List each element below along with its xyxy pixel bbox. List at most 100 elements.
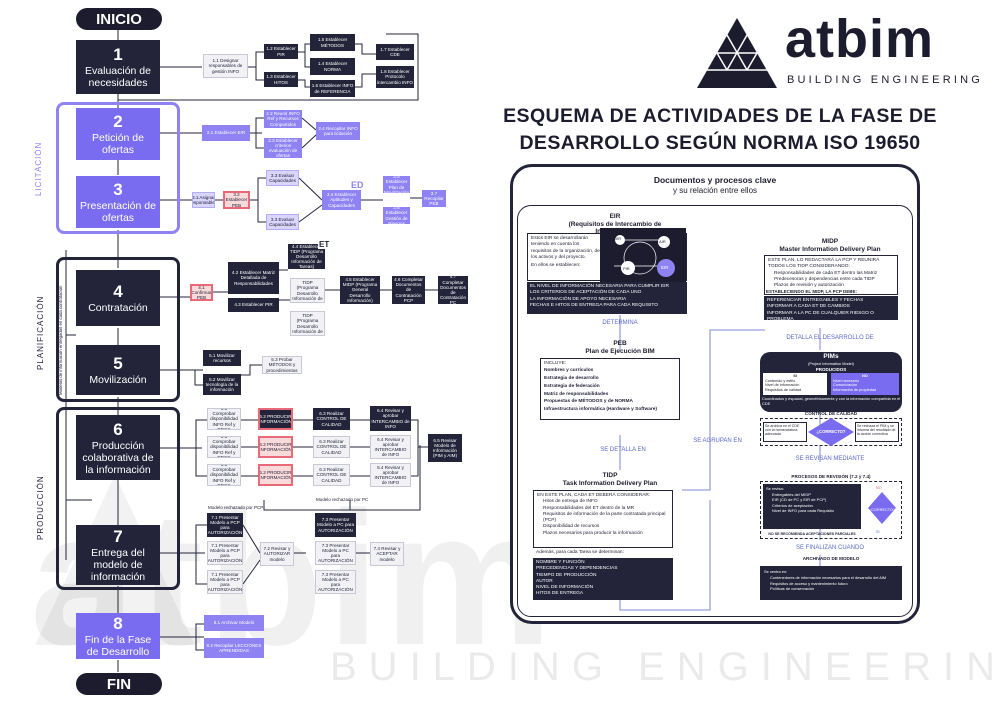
proceso-footer: NO SE RECOMIENDA ACEPTACIONES PARCIALES [768,532,856,536]
panel-heading: Documentos y procesos clave [653,175,777,185]
eir-list: EL NIVEL DE INFORMACIÓN NECESARIA PARA C… [527,282,687,314]
step-4-1[interactable]: 4.1 Confirmar PEB [190,284,213,301]
step-8-2[interactable]: 8.2 Recopilar LECCIONES APRENDIDAS [204,638,264,658]
step-2-3[interactable]: 2.3 Establecer criterios evaluación de o… [264,138,302,158]
tidp-title-text: TIDP [602,472,618,479]
phase-7[interactable]: 7 Entrega del modelo de información [76,525,160,585]
step-6-4b[interactable]: 6.4 Revisar y aprobar INTERCAMBIO de INF… [370,435,411,459]
step-7-3b[interactable]: 7.3 Presentar Modelo a PC para AUTORIZAC… [315,541,356,565]
peb-title-text: PEB [613,340,627,347]
step-3-1[interactable]: 3.1 Asignar responsables [192,192,215,208]
proceso-item: EIR (CD de PC y EIR de PCP) [772,497,827,503]
tidp-item-2: NIVEL DE INFORMACIÓN [536,585,594,591]
step-3-3a[interactable]: 3.3 Evaluar Capacidades [266,170,299,186]
step-6-5[interactable]: 6.5 Revisar Modelo de Información (PIM y… [428,434,462,462]
phase-2[interactable]: 2 Petición de ofertas [76,108,160,160]
step-6-4c[interactable]: 6.4 Revisar y aprobar INTERCAMBIO de INF… [370,463,411,487]
step-8-1[interactable]: 8.1 Archivar Modelo [204,615,264,631]
step-1-5[interactable]: 1.5 Establecer MÉTODOS [310,34,355,51]
step-6-1b[interactable]: 6.1 Comprobar disponibilidad INFO Ref y … [207,436,241,458]
produccion-frame [56,407,180,590]
step-3-4[interactable]: 3.4 Establecer Aptitudes y Capacidades [322,190,361,210]
step-1-3[interactable]: 1.3 Establecer HITOS [264,72,298,87]
phase-8-number: 8 [113,614,123,633]
proceso-item: Criterios de aceptación [772,502,813,508]
step-6-3a[interactable]: 6.3 Realizar CONTROL DE CALIDAD [313,408,350,430]
proceso-lead: Se revisa: [766,486,784,491]
step-1-6[interactable]: 1.6 Establecer INFO de REFERENCIA [310,80,355,97]
step-7-1a[interactable]: 7.1 Presentar Modelo a PCP para AUTORIZA… [207,513,243,537]
step-3-3b[interactable]: 3.3 Evaluar Capacidades [266,214,299,230]
step-7-3a[interactable]: 7.3 Presentar Modelo a PC para AUTORIZAC… [315,513,356,537]
step-1-1[interactable]: 1.1 Designar responsables de gestión INF… [203,54,248,78]
step-4-4c[interactable]: 4.4 Establecer TIDP (Programa Desarrollo… [290,311,325,336]
step-2-4[interactable]: 2.4 Recopilar INFO para licitación [316,122,360,140]
step-4-4b[interactable]: 4.4 Establecer TIDP (Programa Desarrollo… [290,278,325,303]
tidp-item-2: HITOS DE ENTREGA [536,591,584,597]
tidp-item-2: AUTOR [536,578,553,584]
step-5-2[interactable]: 5.2 Movilizar tecnología de la informaci… [203,374,241,395]
tidp-item: Hitos de entrega de INFO [543,499,598,505]
phase-3-label: Presentación de ofertas [80,200,156,224]
step-7-2[interactable]: 7.2 Revisar y AUTORIZAR modelo [260,542,294,566]
step-2-1[interactable]: 2.1 Establecer EIR [202,125,250,141]
step-4-3[interactable]: 4.3 Establecer PIR [228,298,279,312]
peb-lead: INCLUYE: [544,361,567,366]
phase-7-number: 7 [113,527,123,546]
step-6-1c[interactable]: 6.1 Comprobar disponibilidad INFO Ref y … [207,464,241,486]
step-3-6[interactable]: 3.6 Establecer Gestión de Riesgos [383,207,410,224]
section-planificacion: PLANIFICACIÓN [36,295,45,370]
step-2-2[interactable]: 2.2 Reunir INFO Ref y Recursos Compartid… [264,110,302,128]
step-7-1c[interactable]: 7.1 Presentar Modelo a PCP para AUTORIZA… [207,570,243,594]
step-6-2a[interactable]: 6.2 PRODUCIR INFORMACIÓN [258,408,293,430]
step-5-1[interactable]: 5.1 Movilizar recursos [203,350,241,366]
step-7-1b[interactable]: 7.1 Presentar Modelo a PCP para AUTORIZA… [207,541,243,565]
watermark-tagline: BUILDING ENGINEERING [330,645,1000,689]
tidp-title: TIDP Task Information Delivery Plan [545,472,675,488]
pims-left: SI Contenido y estilo Nivel de informaci… [763,373,827,395]
phase-1[interactable]: 1 Evaluación de necesidades [76,40,160,94]
control-left: Se archiva en el CDE con la nomenclatura… [763,422,807,442]
eir-title-text: EIR [609,213,621,220]
tidp-item-2: NOMBRE Y FUNCIÓN [536,560,585,565]
step-1-8[interactable]: 1.8 Establecer Protocolo intercambio INF… [376,66,414,88]
step-5-3[interactable]: 5.3 Probar MÉTODOS y procedimientos [262,356,302,374]
step-6-1a[interactable]: 6.1 Comprobar disponibilidad INFO Ref y … [207,408,241,430]
pims-right-item: Nivel necesario [833,378,859,383]
step-7-4[interactable]: 7.4 Revisar y ACEPTAR modelo [370,542,404,566]
step-1-4[interactable]: 1.4 Establecer NORMA [310,58,355,75]
phase-8[interactable]: 8 Fin de la Fase de Desarrollo [76,613,160,659]
step-1-7[interactable]: 1.7 Establecer CDE [376,44,414,60]
step-6-3b[interactable]: 6.3 Realizar CONTROL DE CALIDAD [313,436,350,458]
step-4-2[interactable]: 4.2 Establecer Matriz Detallada de Respo… [228,262,279,294]
step-4-6[interactable]: 4.6 Completar Documentos de Contratación… [392,276,425,304]
pims-right-item: Información de propiedad [833,387,877,392]
atbim-logo-icon [697,18,777,88]
step-6-3c[interactable]: 6.3 Realizar CONTROL DE CALIDAD [313,464,350,486]
pims-left-item: Nivel de información [765,383,800,387]
step-1-2[interactable]: 1.2 Establecer PIR [264,44,298,59]
peb-item: Estrategia de desarrollo [544,376,599,382]
step-6-4a[interactable]: 6.4 Revisar y aprobar INTERCAMBIO de INF… [370,406,411,431]
phase-3-number: 3 [113,180,123,199]
peb-item: Infraestructura informática (Hardware y … [544,407,658,413]
step-4-5[interactable]: 4.5 Establecer MIDP (Programa General De… [340,276,380,304]
phase-4[interactable]: 4 Contratación [76,270,160,326]
phase-7-label: Entrega del modelo de información [90,547,146,583]
step-4-7[interactable]: 4.7 Completar Documentos de Contratación… [438,276,468,304]
phase-5[interactable]: 5 Movilización [76,345,160,395]
rejected-pc-label: Modelo rechazado por PC [316,497,369,502]
midp-item: Plazos de revisión y autorización [774,283,844,289]
phase-6[interactable]: 6 Producción colaborativa de la informac… [76,415,160,480]
step-3-7[interactable]: 3.7 Recopilar PEB [422,190,446,207]
step-6-2c[interactable]: 6.2 PRODUCIR INFORMACIÓN [258,464,293,486]
midp-box: ESTE PLAN, LO REDACTARÁ LA PCP Y REUNIRÁ… [764,255,898,295]
step-3-2[interactable]: 3.2 Establecer PEB [223,191,250,209]
step-7-3c[interactable]: 7.3 Presentar Modelo a PC para AUTORIZAC… [315,570,356,594]
pims-right: NO Nivel necesario Comunicación Informac… [831,373,899,395]
phase-3[interactable]: 3 Presentación de ofertas [76,176,160,228]
phase-2-label: Petición de ofertas [92,132,144,156]
step-3-5[interactable]: 3.5 Establecer Plan de Movilización [383,176,410,193]
step-6-2b[interactable]: 6.2 PRODUCIR INFORMACIÓN [258,436,293,458]
pims-produced: PRODUCIDOS [815,367,847,372]
